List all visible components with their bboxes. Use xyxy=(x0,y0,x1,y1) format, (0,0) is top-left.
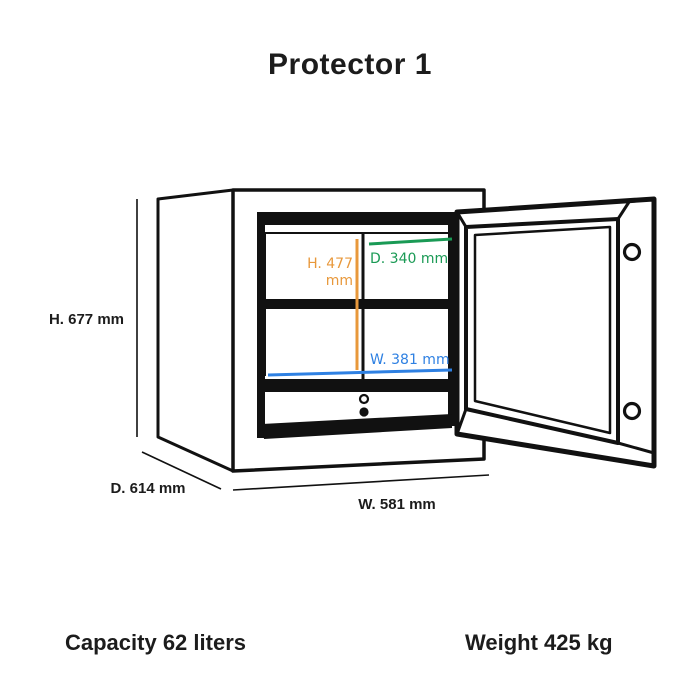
internal-width-label: W. 381 mm xyxy=(370,352,450,368)
page-title: Protector 1 xyxy=(268,48,432,81)
door-bolt-bottom-icon xyxy=(622,401,642,421)
opening-frame-right xyxy=(448,212,456,426)
safe-body xyxy=(156,188,486,473)
door-bevel-corner-tr xyxy=(616,201,631,220)
door-bevel-corner-tl xyxy=(455,211,468,228)
internal-depth-label: D. 340 mm xyxy=(370,251,448,267)
door-bolt-top-icon xyxy=(622,242,642,262)
external-width-line xyxy=(232,474,490,491)
door-bevel-corner-bl xyxy=(455,408,468,435)
internal-dimensions: H. 477 mm D. 340 mm W. 381 mm xyxy=(267,237,453,377)
door-inner-bevel-inner xyxy=(473,225,612,435)
door-hinge-strip-bottom xyxy=(617,441,655,455)
internal-depth-line xyxy=(368,237,453,246)
internal-width-line xyxy=(267,368,453,377)
front-panel-bottom-band xyxy=(262,414,452,439)
external-depth-label: D. 614 mm xyxy=(110,480,185,497)
external-dimensions: H. 677 mm D. 614 mm W. 581 mm xyxy=(49,199,490,513)
external-width-label: W. 581 mm xyxy=(358,496,436,513)
internal-height-label-line2: mm xyxy=(326,273,353,289)
internal-height-label-line1: H. 477 xyxy=(307,256,353,272)
keyhole-icon xyxy=(359,407,369,417)
safe-left-face xyxy=(156,188,235,473)
weight-stat: Weight 425 kg xyxy=(465,630,613,655)
lock-indicator-icon xyxy=(358,393,370,405)
external-height-label: H. 677 mm xyxy=(49,311,124,328)
external-depth-line xyxy=(141,451,222,490)
safe-dimension-diagram: H. 477 mm D. 340 mm W. 381 mm H. 677 mm xyxy=(49,188,657,513)
opening-frame-top xyxy=(257,212,456,225)
product-stats: Capacity 62 liters Weight 425 kg xyxy=(0,630,700,670)
opening-frame-left xyxy=(257,212,265,438)
interior-floor-band xyxy=(260,379,452,390)
safe-door-open xyxy=(454,196,657,469)
capacity-stat: Capacity 62 liters xyxy=(65,630,246,655)
